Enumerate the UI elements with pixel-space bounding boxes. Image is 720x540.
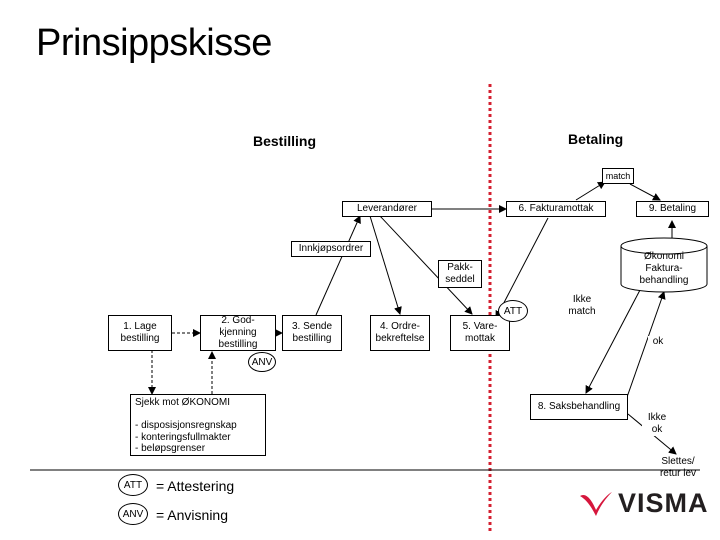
flow-okonomi-8 xyxy=(585,289,641,394)
section-betaling: Betaling xyxy=(568,131,624,147)
flow-3-leverandorer xyxy=(315,215,361,316)
ok-label: ok xyxy=(648,336,668,348)
sjekk-okonomi-box: Sjekk mot ØKONOMI - disposisjonsregnskap… xyxy=(130,394,266,456)
match-box: match xyxy=(602,168,634,184)
ikke-ok-label: Ikke ok xyxy=(642,412,672,436)
innkjopsordrer-box: Innkjøpsordrer xyxy=(291,241,371,257)
sende-bestilling-box: 3. Sende bestilling xyxy=(282,315,342,351)
legend-att-circle: ATT xyxy=(118,474,148,496)
varemottak-box: 5. Vare- mottak xyxy=(450,315,510,351)
att-circle: ATT xyxy=(498,300,528,322)
lage-bestilling-box: 1. Lage bestilling xyxy=(108,315,172,351)
legend-anv-text: = Anvisning xyxy=(156,507,228,523)
saksbehandling-box: 8. Saksbehandling xyxy=(530,394,628,420)
betaling-box: 9. Betaling xyxy=(636,201,709,217)
ordrebekreftelse-box: 4. Ordre- bekreftelse xyxy=(370,315,430,351)
visma-logo-text: VISMA xyxy=(618,488,709,518)
flow-leverandorer-4 xyxy=(369,215,402,315)
flow-match-9 xyxy=(629,183,661,201)
legend-att-text: = Attestering xyxy=(156,478,235,494)
ikke-match-label: Ikke match xyxy=(562,294,602,318)
section-bestilling: Bestilling xyxy=(253,133,317,149)
leverandorer-box: Leverandører xyxy=(342,201,432,217)
anv-circle: ANV xyxy=(248,352,276,372)
page-title: Prinsippskisse xyxy=(36,22,272,64)
godkjenning-box: 2. God- kjenning bestilling xyxy=(200,315,276,351)
legend-anv-circle: ANV xyxy=(118,503,148,525)
okonomi-label: Økonomi Faktura- behandling xyxy=(639,251,689,286)
pakkseddel-box: Pakk- seddel xyxy=(438,260,482,288)
visma-swoosh-icon xyxy=(580,492,612,516)
flow-6-match xyxy=(575,181,606,201)
flow-8-okonomi xyxy=(625,291,666,401)
fakturamottak-box: 6. Fakturamottak xyxy=(506,201,606,217)
flow-leverandorer-5 xyxy=(379,215,473,315)
visma-logo: VISMA xyxy=(578,486,708,520)
okonomi-cylinder: Økonomi Faktura- behandling xyxy=(620,237,708,293)
slettes-label: Slettes/ retur lev xyxy=(659,456,697,479)
